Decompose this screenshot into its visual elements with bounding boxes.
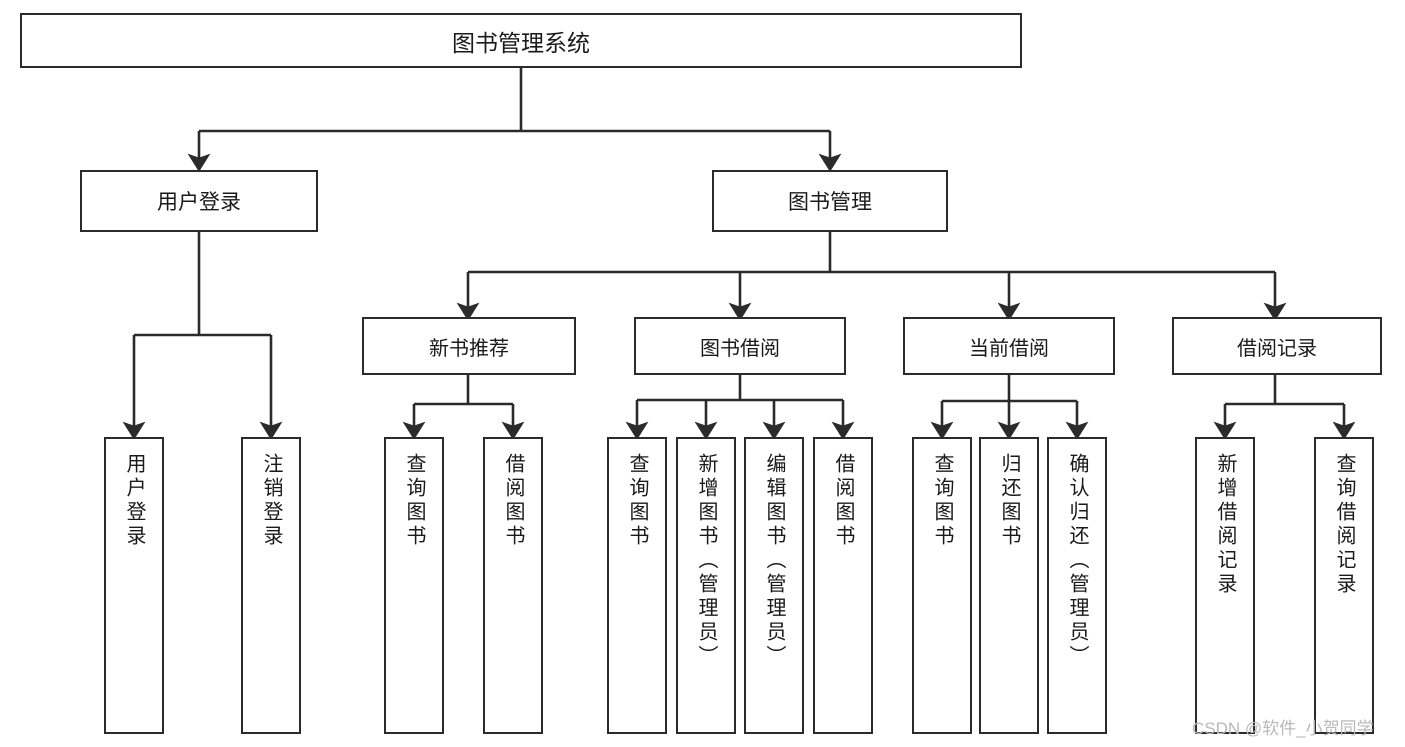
node-book-management[interactable]: 图书管理: [712, 170, 948, 232]
node-label: 用户登录: [157, 191, 241, 214]
leaf-current-confirm-return-admin[interactable]: 确认归还（管理员）: [1047, 437, 1107, 734]
node-label: 图书管理: [788, 191, 872, 214]
node-book-borrow[interactable]: 图书借阅: [634, 317, 846, 375]
node-user-login[interactable]: 用户登录: [80, 170, 318, 232]
leaf-borrow-query-book[interactable]: 查询图书: [607, 437, 667, 734]
node-label: 确认归还（管理员）: [1066, 453, 1088, 669]
node-label: 图书借阅: [700, 337, 780, 360]
node-root-book-management-system[interactable]: 图书管理系统: [20, 13, 1022, 68]
leaf-logout[interactable]: 注销登录: [241, 437, 301, 734]
node-borrow-record[interactable]: 借阅记录: [1172, 317, 1382, 375]
node-label: 查询图书: [626, 453, 648, 549]
node-label: 借阅记录: [1237, 337, 1317, 360]
leaf-borrow-borrow-book[interactable]: 借阅图书: [813, 437, 873, 734]
node-label: 图书管理系统: [452, 29, 590, 56]
leaf-borrow-add-book-admin[interactable]: 新增图书（管理员）: [676, 437, 736, 734]
node-label: 借阅图书: [832, 453, 854, 549]
node-label: 新增借阅记录: [1214, 453, 1236, 597]
node-label: 用户登录: [123, 453, 145, 549]
leaf-record-query-borrow-record[interactable]: 查询借阅记录: [1314, 437, 1374, 734]
leaf-current-query-book[interactable]: 查询图书: [912, 437, 972, 734]
leaf-borrow-edit-book-admin[interactable]: 编辑图书（管理员）: [744, 437, 804, 734]
node-label: 编辑图书（管理员）: [763, 453, 785, 669]
node-label: 查询图书: [931, 453, 953, 549]
node-label: 借阅图书: [502, 453, 524, 549]
node-label: 查询借阅记录: [1333, 453, 1355, 597]
node-label: 新增图书（管理员）: [695, 453, 717, 669]
leaf-record-add-borrow-record[interactable]: 新增借阅记录: [1195, 437, 1255, 734]
node-label: 新书推荐: [429, 337, 509, 360]
node-label: 注销登录: [260, 453, 282, 549]
node-current-borrow[interactable]: 当前借阅: [903, 317, 1115, 375]
node-new-book-recommend[interactable]: 新书推荐: [362, 317, 576, 375]
watermark: CSDN @软件_小贺同学: [1192, 719, 1374, 738]
leaf-new-book-borrow-book[interactable]: 借阅图书: [483, 437, 543, 734]
leaf-current-return-book[interactable]: 归还图书: [979, 437, 1039, 734]
node-label: 归还图书: [998, 453, 1020, 549]
node-label: 当前借阅: [969, 337, 1049, 360]
node-label: 查询图书: [403, 453, 425, 549]
leaf-new-book-query-book[interactable]: 查询图书: [384, 437, 444, 734]
leaf-user-login[interactable]: 用户登录: [104, 437, 164, 734]
